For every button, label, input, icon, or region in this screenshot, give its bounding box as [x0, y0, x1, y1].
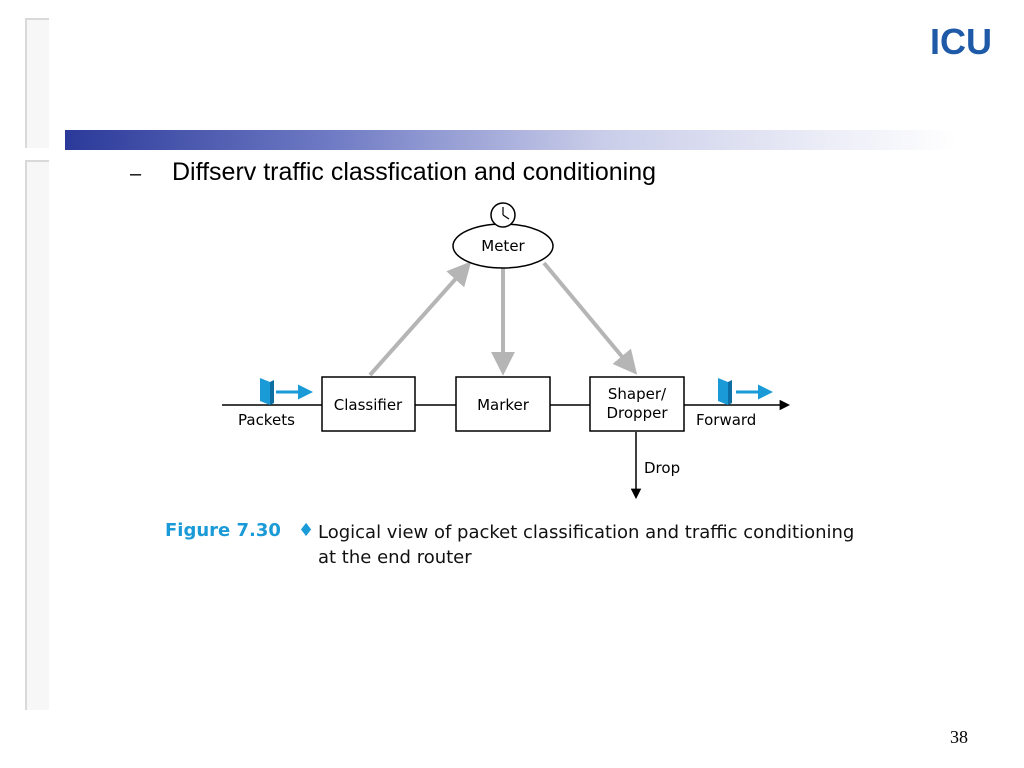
- shaper-dropper-node: [589, 376, 685, 432]
- icu-logo: ICU: [930, 21, 992, 60]
- left-decoration-bottom: [25, 160, 49, 710]
- packets-label: Packets: [238, 411, 295, 429]
- figure-label: Figure 7.30: [165, 520, 281, 541]
- shaper-label-line1: Shaper/: [608, 385, 667, 403]
- shaper-label-line2: Dropper: [606, 404, 668, 422]
- header-gradient-band: [65, 130, 957, 150]
- forward-label: Forward: [696, 411, 756, 429]
- packet-icon-in: [260, 378, 270, 405]
- classifier-to-meter-arrow: [368, 261, 472, 377]
- drop-label: Drop: [644, 459, 680, 477]
- diamond-icon: ♦: [298, 520, 315, 541]
- packet-icon-out: [718, 378, 728, 405]
- packet-icon-in-side: [270, 380, 274, 405]
- left-decoration-top: [25, 18, 49, 148]
- caption-text: Logical view of packet classification an…: [318, 522, 855, 568]
- classifier-node: [321, 376, 416, 432]
- classifier-label: Classifier: [334, 396, 403, 414]
- meter-to-shaper-arrow: [542, 261, 638, 375]
- marker-label: Marker: [477, 396, 530, 414]
- logo-text: ICU: [930, 21, 992, 60]
- clock-hand-hour: [502, 214, 510, 220]
- slide-title: Diffserv traffic classfication and condi…: [172, 158, 657, 186]
- page-number: 38: [950, 727, 968, 747]
- packet-icon-out-side: [728, 380, 732, 405]
- meter-label: Meter: [481, 237, 525, 255]
- diffserv-diagram: Meter Classifier Marker Shaper/ Dropper …: [222, 202, 791, 500]
- marker-node: [455, 376, 551, 432]
- bullet-dash: –: [130, 163, 142, 185]
